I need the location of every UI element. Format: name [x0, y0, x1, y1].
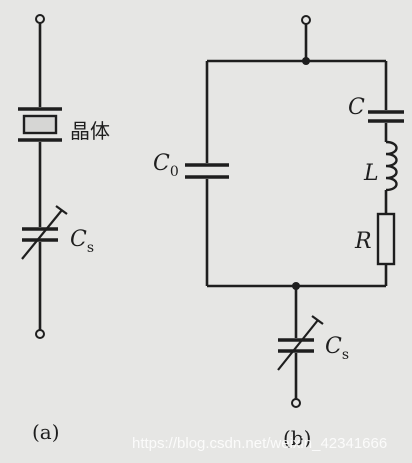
cs-b-adjust-arrow: [277, 319, 319, 371]
crystal-symbol: [18, 107, 62, 142]
terminal-b-bottom: [291, 398, 301, 408]
terminal-a-bottom: [35, 329, 45, 339]
variable-capacitor-cs-b: [277, 315, 324, 371]
inductor-l: [385, 140, 398, 192]
resistor-r: [376, 212, 396, 266]
csdn-watermark: https://blog.csdn.net/weixin_42341666: [132, 435, 387, 452]
cs-a-arrow-tick: [55, 205, 68, 215]
cs-b-label: Cs: [325, 334, 349, 363]
cs-a-label: Cs: [70, 227, 94, 256]
crystal-body: [22, 114, 58, 135]
crystal-label: 晶体: [70, 119, 110, 143]
caption-b: (b): [283, 426, 311, 450]
variable-capacitor-cs-a: [21, 205, 68, 260]
r-label: R: [354, 229, 372, 254]
cs-b-arrow-tick: [311, 315, 324, 325]
c-label: C: [348, 95, 365, 120]
terminal-b-top: [301, 15, 311, 25]
cs-a-adjust-arrow: [21, 209, 63, 260]
terminal-a-top: [35, 14, 45, 24]
l-label: L: [363, 161, 379, 186]
figure-b-equivalent-circuit: [185, 15, 404, 408]
c0-label: C0: [153, 151, 179, 180]
capacitor-c: [368, 110, 404, 123]
figure-a-crystal-circuit: [18, 14, 68, 339]
caption-a: (a): [32, 420, 60, 444]
capacitor-c0: [185, 163, 229, 179]
